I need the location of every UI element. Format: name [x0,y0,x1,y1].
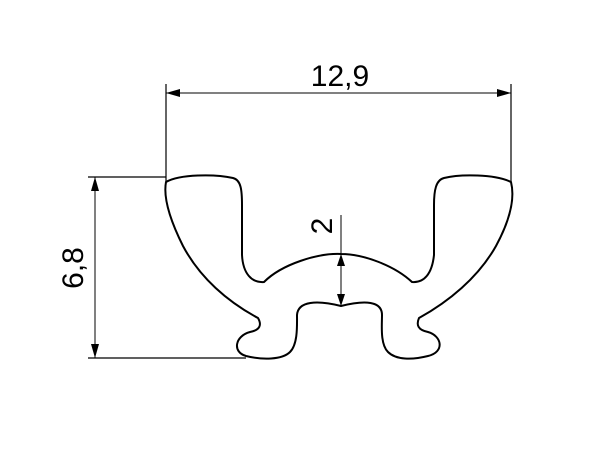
width-arrow-right [497,89,511,97]
width-arrow-left [166,89,180,97]
width-dimension-label: 12,9 [311,60,369,93]
thickness-dimension-label: 2 [306,218,339,235]
thickness-arrow-bottom [337,294,345,306]
height-arrow-bottom [91,344,99,358]
height-arrow-top [91,177,99,191]
height-dimension-label: 6,8 [57,247,90,289]
thickness-arrow-top [337,254,345,266]
profile-outline [164,174,514,360]
